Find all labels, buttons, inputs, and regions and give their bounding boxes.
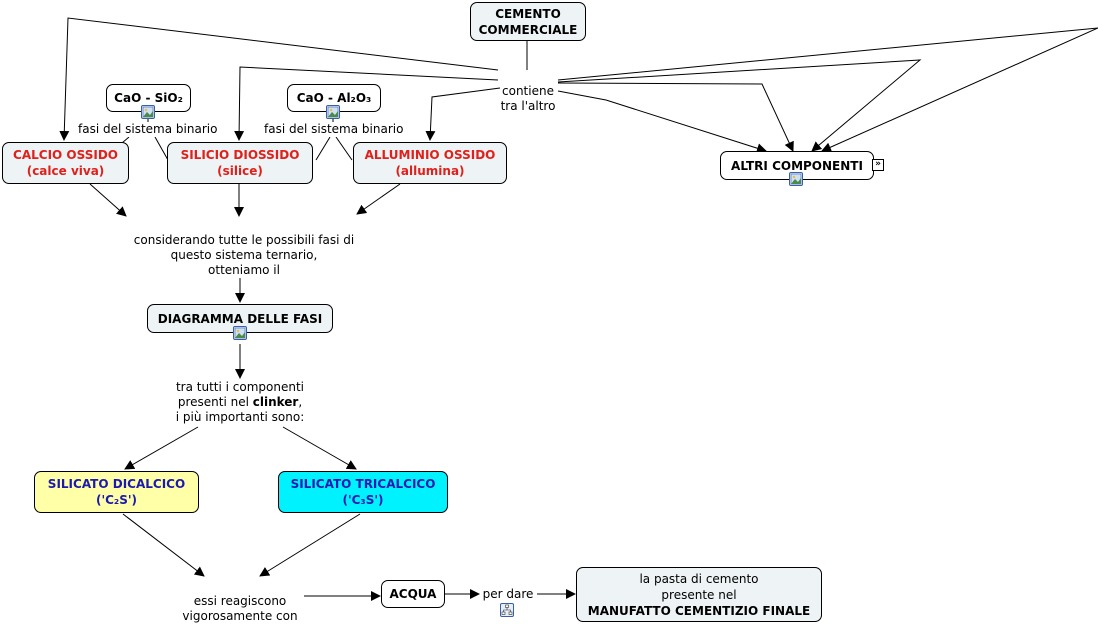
phrase-per-dare-text: per dare xyxy=(482,587,534,601)
phrase-essi-reagiscono[interactable]: essi reagiscono vigorosamente con xyxy=(176,579,304,624)
node-tricalcico-label: SILICATO TRICALCICO ('C₃S') xyxy=(290,477,436,507)
node-manufatto-cementizio[interactable]: la pasta di cemento presente nel MANUFAT… xyxy=(576,567,822,622)
phrase-fasi-1-text: fasi del sistema binario xyxy=(78,122,218,136)
node-calcio-ossido[interactable]: CALCIO OSSIDO (calce viva) xyxy=(2,142,129,184)
node-cao-sio2-label: CaO - SiO₂ xyxy=(114,91,183,105)
image-icon[interactable] xyxy=(233,326,247,340)
node-pasta-line2: presente nel xyxy=(661,587,737,602)
phrase-per-dare[interactable]: per dare xyxy=(480,587,536,602)
node-dicalcico-label: SILICATO DICALCICO ('C₂S') xyxy=(47,477,186,507)
phrase-tra-tutti[interactable]: tra tutti i componenti presenti nel clin… xyxy=(160,380,320,425)
phrase-essi-text: essi reagiscono vigorosamente con xyxy=(182,594,298,623)
phrase-considerando-text: considerando tutte le possibili fasi di … xyxy=(133,233,355,277)
node-alluminio-ossido[interactable]: ALLUMINIO OSSIDO (allumina) xyxy=(353,142,507,184)
node-silicato-tricalcico[interactable]: SILICATO TRICALCICO ('C₃S') xyxy=(278,471,448,513)
node-diagramma-label: DIAGRAMMA DELLE FASI xyxy=(157,311,323,326)
phrase-fasi-binario-1[interactable]: fasi del sistema binario xyxy=(78,122,218,137)
node-altri-label: ALTRI COMPONENTI xyxy=(731,158,863,173)
node-cao-al2o3-label: CaO - Al₂O₃ xyxy=(296,91,372,105)
phrase-tra-line3: i più importanti sono: xyxy=(175,410,305,424)
phrase-fasi-2-text: fasi del sistema binario xyxy=(264,122,404,136)
node-pasta-line1: la pasta di cemento xyxy=(639,571,759,586)
phrase-tra-clinker: clinker xyxy=(252,395,299,409)
image-icon[interactable] xyxy=(141,105,155,119)
phrase-tra-line2-post: , xyxy=(298,395,303,409)
node-silicato-dicalcico[interactable]: SILICATO DICALCICO ('C₂S') xyxy=(34,471,199,513)
node-acqua[interactable]: ACQUA xyxy=(381,580,445,608)
node-cemento-label: CEMENTO COMMERCIALE xyxy=(478,6,578,37)
phrase-tra-line1: tra tutti i componenti xyxy=(175,380,305,394)
submap-icon[interactable] xyxy=(500,603,514,617)
phrase-considerando[interactable]: considerando tutte le possibili fasi di … xyxy=(124,218,364,278)
node-acqua-label: ACQUA xyxy=(389,587,437,601)
phrase-contiene[interactable]: contiene tra l'altro xyxy=(497,69,559,114)
phrase-contiene-text: contiene tra l'altro xyxy=(500,84,556,113)
node-alluminio-label: ALLUMINIO OSSIDO (allumina) xyxy=(364,148,496,178)
node-cemento-commerciale[interactable]: CEMENTO COMMERCIALE xyxy=(470,2,586,41)
node-calcio-label: CALCIO OSSIDO (calce viva) xyxy=(13,148,118,178)
phrase-tra-line2: presenti nel clinker, xyxy=(160,395,320,410)
node-altri-componenti[interactable]: ALTRI COMPONENTI xyxy=(720,151,874,180)
node-silicio-label: SILICIO DIOSSIDO (silice) xyxy=(180,148,300,178)
image-icon[interactable] xyxy=(789,172,803,186)
node-pasta-bold: MANUFATTO CEMENTIZIO FINALE xyxy=(587,603,811,618)
expand-icon[interactable]: » xyxy=(872,159,884,171)
phrase-fasi-binario-2[interactable]: fasi del sistema binario xyxy=(264,122,404,137)
node-silicio-diossido[interactable]: SILICIO DIOSSIDO (silice) xyxy=(167,142,313,184)
phrase-tra-line2-pre: presenti nel xyxy=(177,395,253,409)
image-icon[interactable] xyxy=(326,105,340,119)
